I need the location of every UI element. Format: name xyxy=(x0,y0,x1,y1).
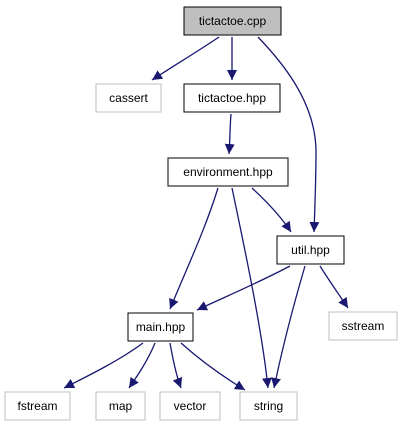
node-label-string: string xyxy=(254,399,283,413)
node-box-string xyxy=(239,391,298,421)
edge-tictactoe-cpp-to-cassert xyxy=(151,36,220,81)
node-util-hpp[interactable]: util.hpp xyxy=(276,235,345,265)
node-label-environment-hpp: environment.hpp xyxy=(183,165,273,179)
edge-util-hpp-to-string xyxy=(271,265,306,389)
edge-tictactoe-hpp-to-environment-hpp xyxy=(224,113,235,155)
node-tictactoe-cpp[interactable]: tictactoe.cpp xyxy=(183,6,282,36)
node-sstream[interactable]: sstream xyxy=(328,311,398,341)
edge-main-hpp-to-vector xyxy=(169,342,183,389)
node-box-map xyxy=(95,391,146,421)
edge-environment-hpp-to-string xyxy=(231,187,272,389)
node-label-vector: vector xyxy=(174,399,207,413)
node-string[interactable]: string xyxy=(239,391,298,421)
node-box-cassert xyxy=(95,83,162,113)
node-tictactoe-hpp[interactable]: tictactoe.hpp xyxy=(183,83,281,113)
edge-main-hpp-to-string xyxy=(180,342,246,391)
node-label-sstream: sstream xyxy=(342,319,385,333)
node-label-main-hpp: main.hpp xyxy=(136,320,186,334)
node-label-map: map xyxy=(109,399,133,413)
nodes-layer: tictactoe.cpp cassert tictactoe.hpp environ… xyxy=(4,6,398,421)
node-box-environment-hpp xyxy=(167,157,289,187)
edge-environment-hpp-to-util-hpp xyxy=(251,187,292,233)
node-cassert[interactable]: cassert xyxy=(95,83,162,113)
edge-main-hpp-to-fstream xyxy=(63,342,144,389)
node-label-fstream: fstream xyxy=(17,399,57,413)
node-map[interactable]: map xyxy=(95,391,146,421)
node-label-cassert: cassert xyxy=(109,91,148,105)
node-box-tictactoe-hpp xyxy=(183,83,281,113)
node-fstream[interactable]: fstream xyxy=(4,391,71,421)
node-box-util-hpp xyxy=(276,235,345,265)
node-box-fstream xyxy=(4,391,71,421)
edges-layer xyxy=(63,36,349,391)
node-box-vector xyxy=(159,391,221,421)
node-main-hpp[interactable]: main.hpp xyxy=(127,312,194,342)
edge-util-hpp-to-main-hpp xyxy=(196,265,291,311)
node-label-tictactoe-hpp: tictactoe.hpp xyxy=(198,91,266,105)
edge-environment-hpp-to-main-hpp xyxy=(169,187,219,310)
node-label-util-hpp: util.hpp xyxy=(291,243,330,257)
node-vector[interactable]: vector xyxy=(159,391,221,421)
node-box-tictactoe-cpp xyxy=(183,6,282,36)
edge-tictactoe-cpp-to-util-hpp xyxy=(257,36,320,233)
edge-util-hpp-to-sstream xyxy=(319,265,349,309)
node-box-main-hpp xyxy=(127,312,194,342)
edge-main-hpp-to-map xyxy=(128,342,156,389)
node-label-tictactoe-cpp: tictactoe.cpp xyxy=(199,14,267,28)
node-environment-hpp[interactable]: environment.hpp xyxy=(167,157,289,187)
node-box-sstream xyxy=(328,311,398,341)
